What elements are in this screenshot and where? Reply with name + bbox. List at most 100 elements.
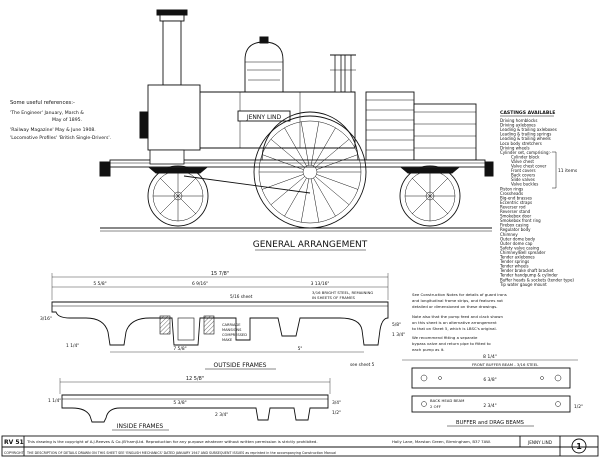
dimension-label: 6 3/8" bbox=[483, 377, 496, 383]
wheel-spoke bbox=[261, 154, 304, 170]
buffer-beam-label: 2 OFF bbox=[430, 404, 441, 409]
casting-item: Valve buckles bbox=[511, 182, 538, 187]
dimension-label: 3/4" bbox=[332, 400, 341, 406]
front-buffer-beam bbox=[411, 367, 571, 389]
drawing-description: THE DESCRIPTION OF DETAILS DRAWN ON THIS… bbox=[26, 451, 336, 455]
construction-note: We recommend fitting a separate bbox=[412, 335, 478, 340]
dome bbox=[244, 36, 284, 92]
trailing-spring bbox=[400, 167, 460, 174]
wheel-spoke bbox=[310, 121, 320, 166]
driving-wheel-splasher bbox=[261, 111, 359, 161]
casting-item: Driving hornblocks bbox=[500, 118, 537, 123]
buffer-beams-title: BUFFER and DRAG BEAMS bbox=[456, 420, 524, 426]
dimension-label: 1/2" bbox=[332, 410, 341, 416]
casting-item: Tender brake shaft bracket bbox=[499, 268, 554, 273]
casting-item: Driving wheels bbox=[500, 145, 530, 150]
front-buffer bbox=[99, 161, 111, 177]
inside-frames-title: INSIDE FRAMES bbox=[117, 423, 164, 430]
reference-item: 'The Engineer' January, March & bbox=[10, 110, 84, 116]
casting-item: Outer dome body bbox=[500, 236, 536, 241]
casting-item: Loco body stretchers bbox=[500, 141, 542, 146]
inside-frames-overall-dim: 12 5/8" bbox=[186, 376, 204, 382]
dimension-label: 7 5/8" bbox=[173, 346, 186, 352]
castings-list: CASTINGS AVAILABLE Driving hornblocksDri… bbox=[412, 110, 578, 352]
inside-frame-plate bbox=[61, 394, 329, 423]
casting-item: Leading & trailing axleboxes bbox=[500, 127, 557, 132]
inside-frames-drawing: 12 5/8" 5 3/8" 1 1/4" 2 3/4" 3/4" 1/2" I… bbox=[48, 376, 341, 431]
connecting-rod bbox=[183, 175, 311, 194]
casting-item: Crossheads bbox=[500, 191, 523, 196]
wheel-spoke bbox=[315, 139, 350, 168]
casting-item: Valve chest bbox=[511, 159, 534, 164]
casting-item: Firebox casing bbox=[500, 223, 529, 228]
construction-note: Note also that the pump feed and clack s… bbox=[412, 314, 503, 319]
wheel-spoke bbox=[270, 176, 305, 205]
casting-item: Back covers bbox=[511, 173, 535, 178]
dimension-label: 5/8" bbox=[392, 322, 401, 328]
wheel-spoke bbox=[313, 127, 336, 167]
copyright-mark: COPYRIGHT bbox=[4, 451, 25, 455]
dimension-label: 1 3/4" bbox=[392, 332, 405, 338]
nameplate-text: JENNY LIND bbox=[246, 114, 282, 121]
chimney bbox=[156, 9, 188, 91]
casting-item: Eccentric straps bbox=[500, 200, 532, 205]
casting-item: Front covers bbox=[511, 168, 536, 173]
publisher-address: Holly Lane, Marston Green, Birmingham, B… bbox=[392, 439, 491, 444]
reference-item: 'Railway Magazine' May & June 1908. bbox=[10, 127, 96, 133]
frame-note: MANSIONS bbox=[222, 328, 242, 332]
dimension-label: 5 5/8" bbox=[93, 281, 106, 287]
smokebox bbox=[147, 84, 201, 151]
casting-item: Outer dome cap bbox=[500, 241, 533, 246]
cylinder bbox=[149, 149, 185, 165]
casting-item: Tender wheels bbox=[499, 264, 529, 269]
reference-item: 'Locomotive Profiles' 'British Single-Dr… bbox=[10, 135, 111, 141]
casting-item: Slide valves bbox=[511, 177, 535, 182]
locomotive-elevation: JENNY LIND bbox=[99, 9, 494, 251]
copyright-notice: This drawing is the copyright of A.J.Ree… bbox=[26, 439, 318, 444]
castings-title: CASTINGS AVAILABLE bbox=[500, 110, 555, 116]
wheel-spoke bbox=[300, 121, 310, 166]
references-block: Some useful references:- 'The Engineer' … bbox=[10, 100, 111, 141]
casting-item: Smokebox door bbox=[500, 214, 531, 219]
dimension-label: 3 13/16" bbox=[311, 281, 330, 287]
sheet-id: RV 51 bbox=[4, 439, 24, 446]
back-head-beam bbox=[411, 395, 571, 413]
casting-item: Tip water gauge mount bbox=[499, 282, 547, 287]
buffer-beams-drawing: 8 1/4" FRONT BUFFER BEAM - 3/16 STEEL 6 … bbox=[402, 354, 583, 427]
construction-note: on this sheet is an alternative arrangem… bbox=[412, 320, 497, 325]
model-name: JENNY LIND bbox=[527, 440, 552, 445]
casting-item: Valve chest cover bbox=[511, 164, 547, 169]
casting-item: Reverser stand bbox=[500, 209, 531, 214]
dimension-label: 1 1/4" bbox=[48, 398, 61, 404]
frame-note: IN SHEETS OF FRAMES bbox=[312, 295, 355, 300]
casting-item: Leading & trailing springs bbox=[500, 132, 551, 137]
casting-item: Piston rings bbox=[500, 186, 523, 191]
wheel-spoke bbox=[313, 177, 336, 217]
construction-note: See Construction Notes for details of gu… bbox=[412, 292, 507, 297]
buffer-beam-label: FRONT BUFFER BEAM - 3/16 STEEL bbox=[472, 362, 539, 367]
wheel-spoke bbox=[284, 127, 307, 167]
buffer-beam-label: BACK HEAD BEAM bbox=[430, 398, 464, 403]
dimension-label: 1/2" bbox=[574, 404, 583, 410]
frame-note: COMPRESSED bbox=[222, 333, 247, 337]
safety-valves bbox=[330, 54, 356, 93]
reference-item: May of 1895. bbox=[52, 117, 82, 123]
buffer-beams-overall-dim: 8 1/4" bbox=[483, 354, 497, 360]
construction-note: to that on Sheet 5, which is LBSC's orig… bbox=[412, 326, 497, 331]
rear-buffer bbox=[484, 161, 494, 177]
sheet-number: 1 bbox=[576, 442, 582, 451]
casting-item: Tender springs bbox=[499, 259, 529, 264]
casting-item: Buffer heads & sockets (tender type) bbox=[500, 277, 574, 282]
frame-note: 5/16 sheet bbox=[230, 294, 253, 299]
see-sheet-note: see sheet 5 bbox=[350, 362, 375, 367]
cab bbox=[365, 91, 477, 161]
cylinder-set-bracket bbox=[552, 151, 557, 189]
trailing-wheel bbox=[399, 165, 461, 227]
dimension-label: 1 1/4" bbox=[66, 343, 79, 349]
frame-note: 3/16 BRIGHT STEEL, REMAINING bbox=[312, 290, 373, 295]
casting-item: Cylinder set, comprising:- bbox=[500, 150, 552, 155]
casting-item: Safety valve casing bbox=[500, 245, 539, 250]
wheel-spoke bbox=[270, 139, 305, 168]
title-block: RV 51 This drawing is the copyright of A… bbox=[1, 435, 599, 457]
dimension-label: 2 3/4" bbox=[215, 412, 228, 418]
